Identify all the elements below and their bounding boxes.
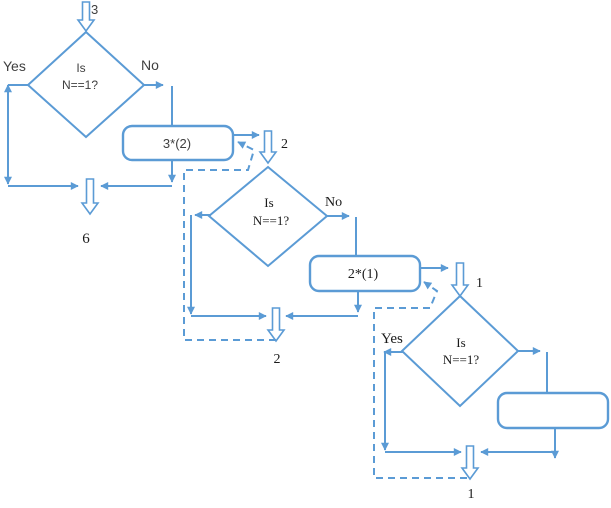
entry-block-arrow-level-2 xyxy=(258,130,278,165)
condition-line2-level-3: N==1? xyxy=(443,352,480,367)
result-value-level-3: 1 xyxy=(468,487,475,502)
call-box-level-1 xyxy=(121,124,235,162)
decision-diamond-level-3 xyxy=(400,294,520,408)
return-path-level-3-to-2 xyxy=(373,281,467,479)
result-block-arrow-level-1 xyxy=(80,178,100,216)
yes-label-level-3: Yes xyxy=(381,331,403,347)
call-box-label-level-2: 2*(1) xyxy=(348,267,379,282)
condition-line2-level-2: N==1? xyxy=(253,213,290,228)
no-label-level-2: No xyxy=(325,195,342,210)
result-block-arrow-level-2 xyxy=(266,307,286,343)
call-box-level-3 xyxy=(496,391,610,430)
result-block-arrow-level-3 xyxy=(460,445,480,481)
call-box-label-level-1: 3*(2) xyxy=(163,136,191,151)
entry-value-level-3: 1 xyxy=(476,276,483,291)
decision-diamond-level-1 xyxy=(26,30,146,139)
call-box-level-2 xyxy=(308,254,422,293)
condition-line1-level-1: Is xyxy=(76,61,85,75)
condition-line1-level-2: Is xyxy=(264,195,273,210)
entry-value-level-1: 3 xyxy=(91,2,98,17)
condition-line2-level-1: N==1? xyxy=(62,78,98,92)
return-path-level-2-to-1 xyxy=(183,141,276,341)
result-value-level-2: 2 xyxy=(274,352,281,367)
result-value-level-1: 6 xyxy=(82,231,90,247)
yes-label-level-1: Yes xyxy=(3,58,26,74)
condition-line1-level-3: Is xyxy=(456,335,465,350)
entry-value-level-2: 2 xyxy=(281,137,288,152)
decision-diamond-level-2 xyxy=(207,165,329,268)
no-label-level-1: No xyxy=(141,57,159,73)
entry-block-arrow-level-3 xyxy=(450,262,470,298)
entry-block-arrow-level-1 xyxy=(76,1,96,33)
